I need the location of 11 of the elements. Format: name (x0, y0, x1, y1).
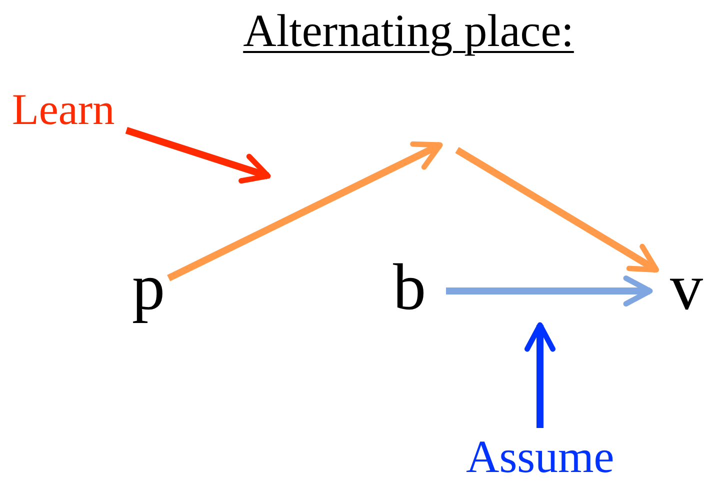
arrow (455, 147, 659, 273)
variable-label: p (132, 255, 165, 321)
annotation-label: Assume (466, 434, 614, 480)
variable-label: b (393, 255, 426, 321)
title: Alternating place: (242, 6, 575, 57)
variable-label: v (670, 255, 703, 321)
arrow (167, 141, 443, 282)
arrow (125, 126, 271, 184)
annotation-label: Learn (12, 88, 115, 132)
arrow (446, 275, 653, 307)
arrow (524, 322, 556, 428)
